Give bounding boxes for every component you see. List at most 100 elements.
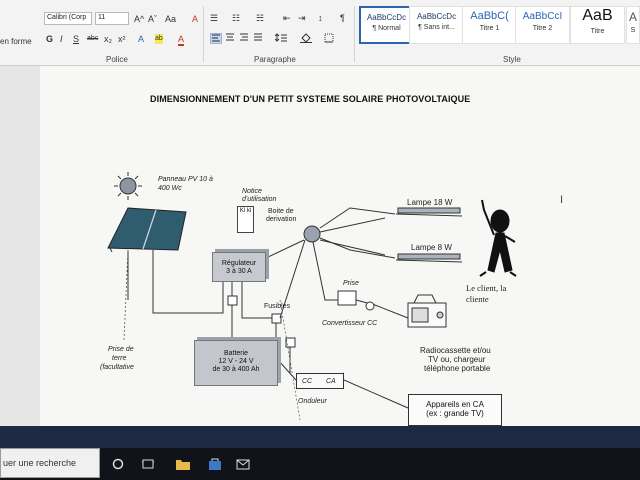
inverter-label: Onduleur (298, 398, 327, 405)
paragraphe-group-label: Paragraphe (254, 55, 296, 64)
text-effects-button[interactable]: A (138, 34, 145, 44)
shading-button[interactable] (300, 33, 312, 45)
style-preview: AaBbCcI (522, 11, 563, 22)
numbering-button[interactable]: ☷ (232, 13, 241, 23)
style-preview: AaBbCcDc (366, 13, 407, 22)
lamp-18w-icon (395, 207, 463, 217)
fuses-label: Fusibles (264, 303, 291, 310)
radio-label: téléphone portable (424, 364, 491, 373)
sun-icon (114, 172, 142, 200)
style-titre-2[interactable]: AaBbCcI Titre 2 (515, 6, 570, 44)
file-explorer-icon[interactable] (176, 458, 190, 473)
format-painter-label[interactable]: en forme (0, 37, 32, 46)
taskbar (0, 448, 640, 480)
taskbar-search-input[interactable]: uer une recherche (0, 448, 100, 478)
style-name: Titre (590, 28, 605, 35)
converter-label: Convertisseur CC (322, 320, 378, 327)
client-figure-icon (479, 199, 517, 277)
justify-button[interactable] (253, 33, 263, 44)
align-center-button[interactable] (225, 33, 235, 44)
ac-appliances-example: (ex : grande TV) (426, 409, 484, 418)
line-spacing-button[interactable] (274, 33, 287, 44)
increase-indent-button[interactable]: ⇥ (298, 13, 306, 23)
earth-label: Prise de (108, 346, 134, 353)
derivation-label: derivation (266, 216, 297, 223)
regulator-box: Régulateur 3 à 30 A (212, 252, 266, 282)
subscript-button[interactable]: x₂ (104, 34, 112, 44)
borders-icon (324, 33, 334, 43)
battery-capacity: de 30 à 400 Ah (212, 366, 260, 373)
multilevel-list-button[interactable]: ☵ (256, 13, 265, 23)
align-left-button[interactable] (210, 33, 222, 44)
mail-icon[interactable] (236, 458, 250, 473)
lamp-18w-label: Lampe 18 W (407, 198, 453, 207)
notice-booklet: Kl kl (237, 206, 254, 233)
show-marks-button[interactable]: ¶ (340, 13, 345, 23)
ribbon-separator (203, 6, 204, 62)
derivation-box-icon (303, 225, 321, 243)
style-name: S (630, 27, 636, 34)
grow-font-button[interactable]: A^ (134, 14, 145, 24)
store-icon[interactable] (208, 458, 222, 473)
inverter-dc-label: CC (302, 378, 313, 385)
shopping-bag-icon (209, 458, 221, 470)
client-label: Le client, la (466, 283, 507, 293)
fuse-icon (227, 295, 238, 306)
align-center-icon (226, 33, 234, 41)
align-right-button[interactable] (239, 33, 249, 44)
battery-label: Batterie (223, 350, 249, 357)
ac-appliances-label: Appareils en CA (426, 400, 484, 409)
envelope-icon (236, 459, 250, 470)
align-left-icon (212, 34, 220, 42)
inverter-box: CC CA (296, 373, 344, 389)
bullets-button[interactable]: ☰ (210, 13, 219, 23)
style-name: ¶ Normal (372, 25, 401, 32)
socket-label: Prise (343, 280, 359, 287)
bold-button[interactable]: G (46, 34, 54, 44)
strikethrough-button[interactable]: abc (87, 35, 99, 42)
italic-button[interactable]: I (60, 34, 63, 44)
style-titre[interactable]: AaB Titre (570, 6, 625, 44)
panel-label: Panneau PV 10 à (158, 176, 213, 183)
notice-label: d'utilisation (242, 196, 277, 203)
page-title: DIMENSIONNEMENT D'UN PETIT SYSTEME SOLAI… (150, 94, 471, 104)
font-size-input[interactable]: 11 (95, 12, 129, 25)
style-preview: AaBbC( (470, 10, 509, 22)
style-preview: A (628, 10, 637, 24)
regulator-rating: 3 à 30 A (226, 268, 252, 275)
font-color-button[interactable]: A (178, 34, 185, 46)
earth-label: terre (112, 355, 127, 362)
battery-voltage: 12 V - 24 V (218, 358, 254, 365)
borders-button[interactable] (324, 33, 334, 45)
shrink-font-button[interactable]: Aˇ (148, 14, 157, 24)
regulator-label: Régulateur (221, 260, 257, 267)
ac-appliances-box: Appareils en CA (ex : grande TV) (408, 394, 502, 426)
style-name: Titre 1 (479, 25, 500, 32)
clear-format-button[interactable]: A (192, 14, 199, 24)
pv-panel-icon (107, 207, 187, 253)
task-view-icon[interactable] (142, 458, 154, 473)
police-group-label: Police (106, 55, 128, 64)
socket-icon (337, 290, 357, 306)
style-preview: AaB (582, 7, 613, 24)
derivation-label: Boite de (268, 208, 294, 215)
task-view-glyph-icon (142, 459, 154, 469)
style-titre-1[interactable]: AaBbC( Titre 1 (462, 6, 517, 44)
sort-button[interactable]: ↕ (318, 13, 323, 23)
ribbon: en forme Calibri (Corp 11 A^ Aˇ Aa A G I… (0, 0, 640, 66)
superscript-button[interactable]: x² (118, 34, 126, 44)
radio-label: TV ou, chargeur (428, 355, 486, 364)
style-preview: AaBbCcDc (416, 12, 457, 21)
window-bottom-strip (0, 426, 640, 448)
decrease-indent-button[interactable]: ⇤ (283, 13, 291, 23)
text-cursor-icon: I (560, 194, 564, 206)
highlight-button[interactable]: ab (155, 34, 163, 44)
underline-button[interactable]: S (73, 34, 80, 44)
cortana-icon[interactable] (112, 458, 124, 473)
style-normal[interactable]: AaBbCcDc ¶ Normal (359, 6, 414, 44)
font-name-input[interactable]: Calibri (Corp (44, 12, 92, 25)
lamp-8w-label: Lampe 8 W (411, 243, 452, 252)
change-case-button[interactable]: Aa (165, 14, 177, 24)
client-label: cliente (466, 294, 489, 304)
